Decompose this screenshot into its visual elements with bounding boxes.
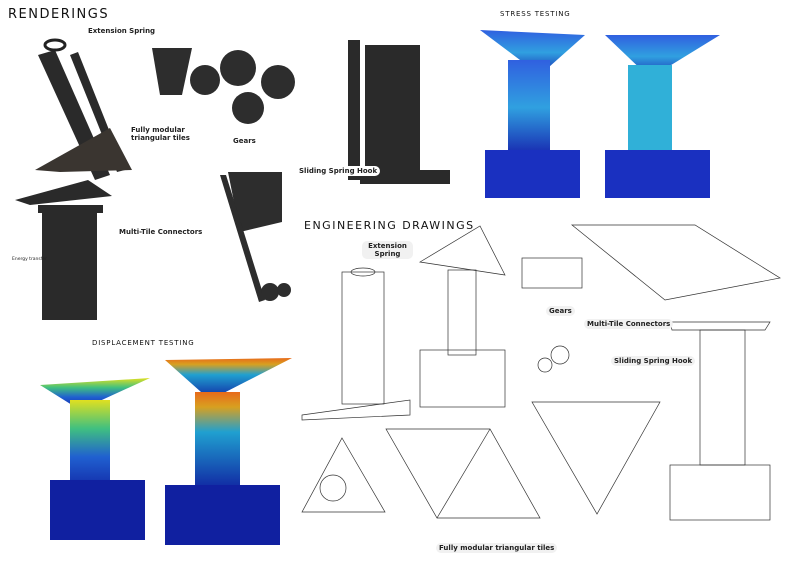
render-gears [152,48,295,124]
label-tiles: Fully modular triangular tiles [128,125,196,143]
label-sliding-hook: Sliding Spring Hook [296,166,381,176]
render-tile-column [15,180,112,320]
displacement-model-2 [165,358,292,545]
drawing-label-tiles: Fully modular triangular tiles [436,543,558,553]
render-spring-column [35,38,132,180]
stress-model-1 [480,30,585,198]
section-title-engineering-drawings: ENGINEERING DRAWINGS [304,219,475,232]
render-column-closeup [348,40,450,184]
drawing-label-extension-spring: Extension Spring [362,241,413,259]
section-title-stress-testing: STRESS TESTING [500,10,571,18]
label-connectors: Multi-Tile Connectors [116,227,206,237]
stress-model-2 [605,35,720,198]
section-title-displacement-testing: DISPLACEMENT TESTING [92,339,195,347]
drawing-label-connectors: Multi-Tile Connectors [584,319,674,329]
drawing-label-gears: Gears [546,306,575,316]
engineering-line-drawings [301,224,781,521]
label-extension-spring: Extension Spring [85,26,159,36]
render-sliding-hook [220,172,291,302]
label-gears: Gears [230,136,259,146]
displacement-model-1 [40,378,150,540]
section-title-renderings: RENDERINGS [8,7,110,22]
label-energy-transfer: Energy transfer [12,257,47,262]
drawing-label-sliding-hook: Sliding Spring Hook [611,356,696,366]
